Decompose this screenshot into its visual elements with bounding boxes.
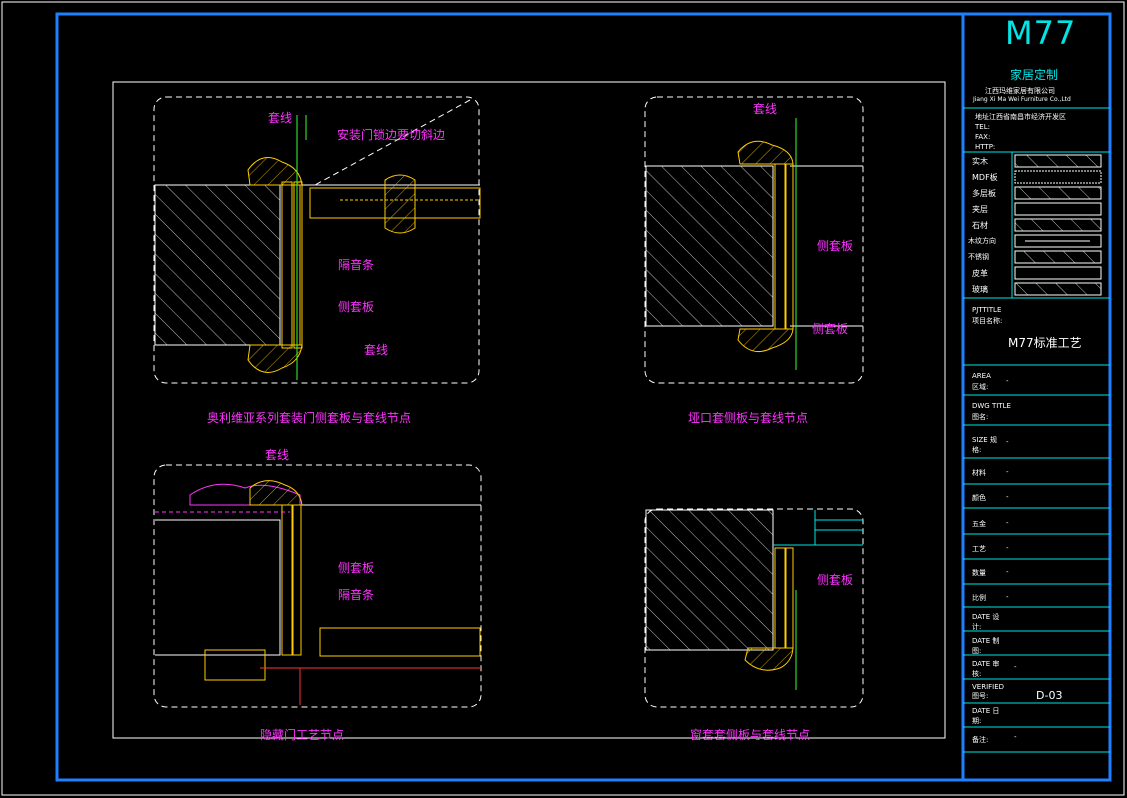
dwg-title-en: DWG TITLE	[972, 402, 1011, 410]
d1-label-side-board: 侧套板	[338, 300, 375, 314]
row-material-label: 材料	[972, 469, 986, 477]
material-grain: 木纹方向	[968, 237, 996, 245]
d2-label-casing: 套线	[753, 102, 778, 116]
drawing-area-frame	[112, 81, 946, 739]
project-title-cn: 项目名称:	[972, 317, 1003, 325]
row-quantity-value: -	[1006, 568, 1009, 576]
remarks-value: -	[1014, 733, 1017, 741]
d1-label-casing-top: 套线	[268, 111, 293, 125]
row-material-value: -	[1006, 468, 1009, 476]
material-wood: 实木	[972, 157, 988, 166]
row-scale-value: -	[1006, 593, 1009, 601]
date-draw: DATE 制图:	[972, 637, 1000, 655]
row-size-label: SIZE 规格:	[972, 436, 997, 454]
material-leather: 皮革	[972, 269, 988, 278]
d1-caption: 奥利维亚系列套装门侧套板与套线节点	[207, 411, 412, 425]
tel: TEL:	[975, 123, 990, 131]
row-scale-label: 比例	[972, 594, 986, 602]
http: HTTP:	[975, 143, 996, 151]
blue-border	[55, 12, 1112, 782]
address: 地址江西省南昌市经济开发区	[975, 113, 1066, 121]
date-review: DATE 审核:	[972, 660, 1000, 678]
d3-label-casing: 套线	[265, 448, 290, 462]
material-plywood: 多层板	[972, 189, 996, 198]
detail-4	[644, 508, 864, 708]
d1-label-casing-bottom: 套线	[364, 343, 389, 357]
material-swatches	[1014, 154, 1102, 296]
drawing-number: D-03	[1036, 689, 1063, 702]
title-block-grid	[963, 107, 1110, 753]
area-value: -	[1006, 377, 1009, 385]
row-process-value: -	[1006, 544, 1009, 552]
row-process-label: 工艺	[972, 545, 986, 553]
remarks: 备注:	[972, 736, 989, 744]
brand-name: 家居定制	[1010, 68, 1059, 82]
area-en: AREA	[972, 372, 991, 380]
date-review-value: -	[1014, 663, 1017, 671]
d3-label-side-board: 侧套板	[338, 561, 375, 575]
material-laminate: 夹层	[972, 205, 988, 214]
company-name-en: Jiang Xi Ma Wei Furniture Co.,Ltd	[973, 96, 1071, 103]
fax: FAX:	[975, 133, 991, 141]
company-name-cn: 江西玛维家居有限公司	[985, 87, 1055, 95]
row-hardware-value: -	[1006, 519, 1009, 527]
detail-1	[153, 96, 481, 384]
d3-caption: 隐藏门工艺节点	[260, 728, 345, 742]
verified: VERIFIED 图号:	[972, 683, 1005, 700]
material-mdf: MDF板	[972, 173, 998, 182]
material-stone: 石材	[972, 221, 988, 230]
area-cn: 区域:	[972, 383, 989, 391]
d2-label-side-board-1: 侧套板	[817, 239, 854, 253]
row-color-label: 颜色	[972, 494, 986, 502]
material-glass: 玻璃	[972, 285, 988, 294]
d3-label-seal-strip: 隔音条	[338, 588, 375, 602]
d4-label-side-board: 侧套板	[817, 573, 854, 587]
d4-caption: 窗套套侧板与套线节点	[690, 728, 811, 742]
detail-2	[644, 96, 864, 384]
dwg-title-cn: 图名:	[972, 413, 989, 421]
detail-3	[153, 464, 482, 708]
date-date: DATE 日期:	[972, 707, 1000, 725]
project-title-en: PJTTITLE	[972, 306, 1002, 314]
row-hardware-label: 五金	[972, 520, 986, 528]
row-color-value: -	[1006, 493, 1009, 501]
row-quantity-label: 数量	[972, 569, 986, 577]
row-size-value: -	[1006, 438, 1009, 446]
d1-label-lock-bevel: 安装门锁边要切斜边	[337, 128, 446, 142]
d2-caption: 垭口套侧板与套线节点	[688, 411, 809, 425]
material-steel: 不锈钢	[968, 253, 989, 261]
logo: M77	[1005, 14, 1077, 52]
d2-label-side-board-2: 侧套板	[812, 322, 849, 336]
project-name: M77标准工艺	[1008, 336, 1082, 350]
d1-label-seal-strip: 隔音条	[338, 258, 375, 272]
date-design: DATE 设计:	[972, 613, 1000, 631]
